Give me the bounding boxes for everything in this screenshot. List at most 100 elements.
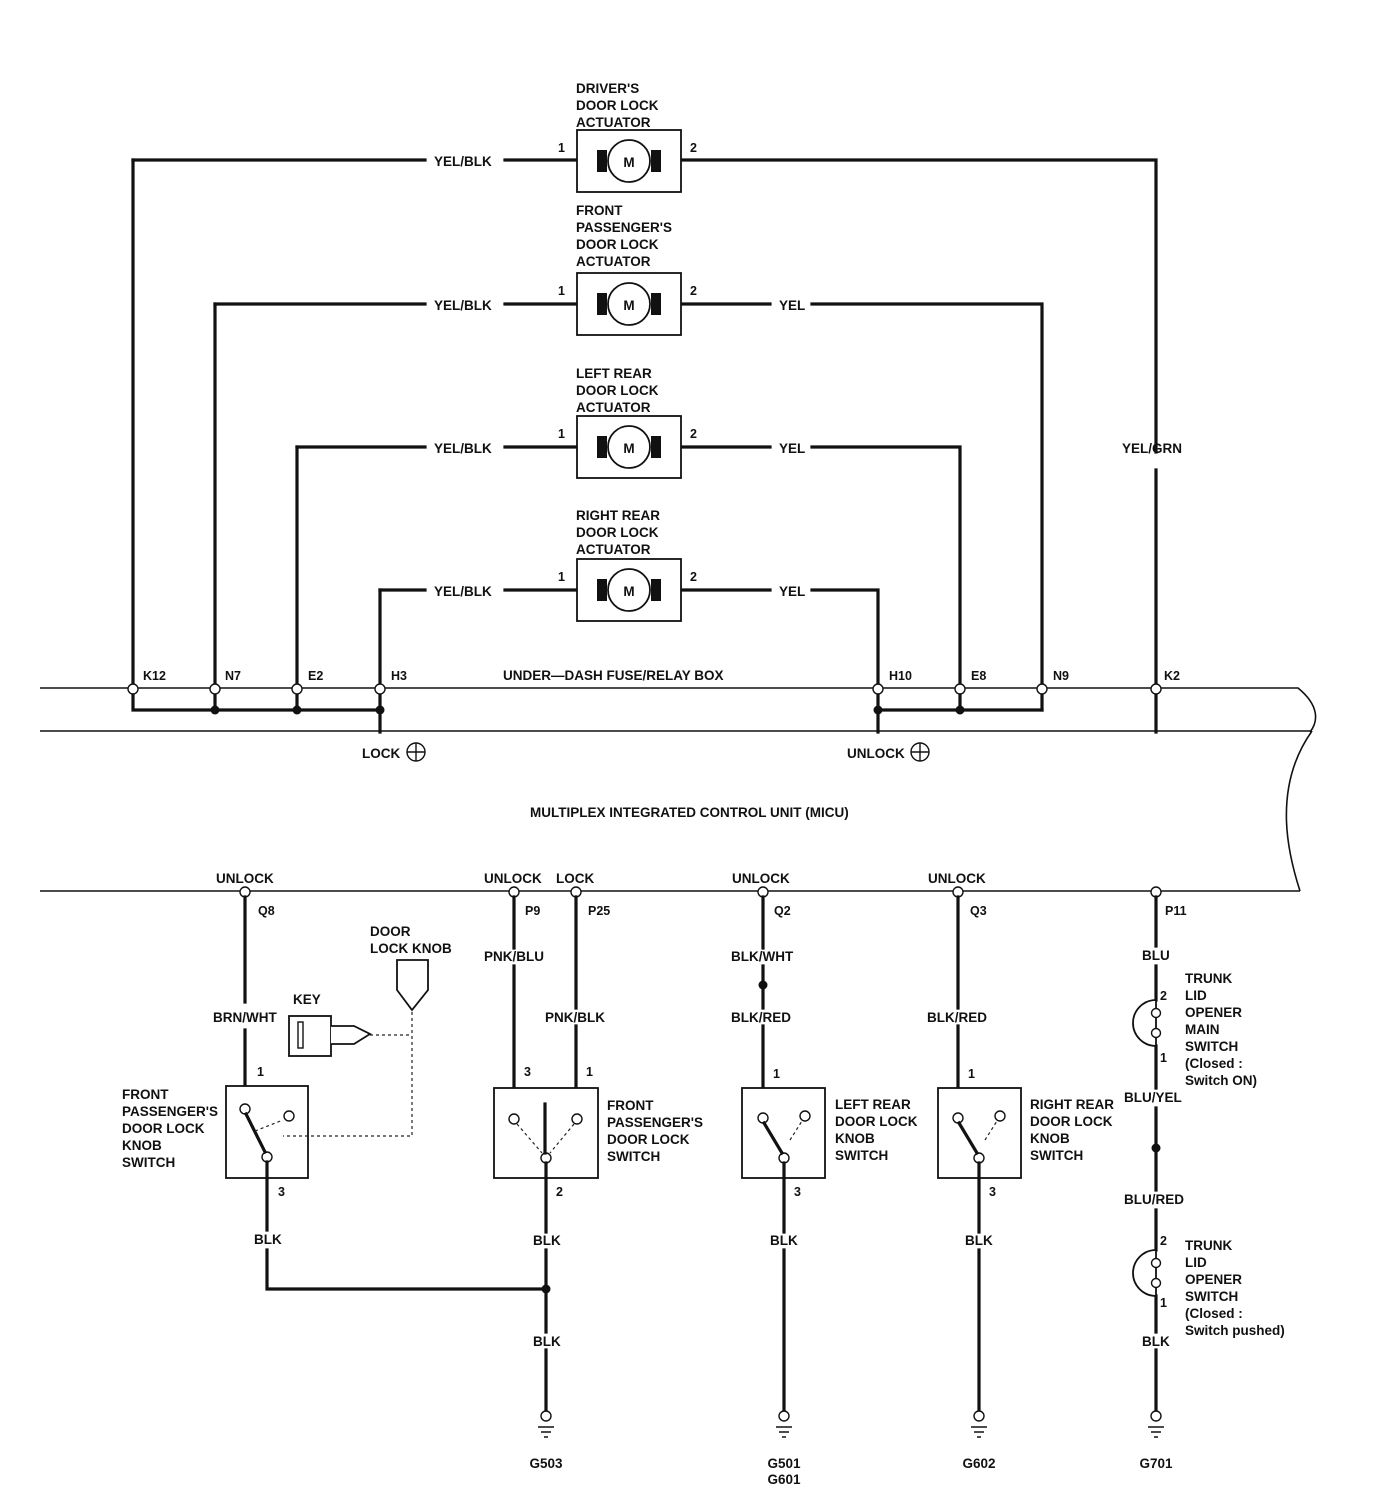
- motor-symbol: M: [623, 155, 634, 170]
- pin-label: 1: [1160, 1051, 1167, 1065]
- motor-brush: [597, 579, 607, 601]
- terminal: [872, 683, 884, 695]
- motor-brush: [651, 436, 661, 458]
- terminal-label: K2: [1164, 669, 1180, 683]
- wire-color-label: BLK: [770, 1233, 798, 1248]
- unlock-label: UNLOCK: [847, 746, 905, 761]
- ground-label: G501: [767, 1456, 801, 1471]
- wire-lr-right: [679, 445, 962, 712]
- terminal-label: E8: [971, 669, 986, 683]
- motor-brush: [651, 579, 661, 601]
- junction: [210, 705, 220, 715]
- ground-label: G701: [1139, 1456, 1173, 1471]
- key-icon: [288, 1015, 372, 1057]
- wire-color-label: YEL/BLK: [434, 441, 492, 456]
- pin-label: 1: [773, 1067, 780, 1081]
- terminal-label: P25: [588, 904, 610, 918]
- terminal-label: Q2: [774, 904, 791, 918]
- terminal: [374, 683, 386, 695]
- wire-color-label: BLK/WHT: [731, 949, 794, 964]
- junction: [873, 705, 883, 715]
- lock-label: LOCK: [362, 746, 400, 761]
- switch-box: [741, 1087, 826, 1179]
- pin-label: 1: [558, 141, 565, 155]
- wire-color-label: BLK: [533, 1233, 561, 1248]
- motor-brush: [651, 150, 661, 172]
- motor-icon: [607, 139, 651, 183]
- pin-label: 2: [556, 1185, 563, 1199]
- motor-icon: [607, 282, 651, 326]
- motor-brush: [597, 436, 607, 458]
- ground-label: G503: [529, 1456, 563, 1471]
- terminal-label: P9: [525, 904, 540, 918]
- pin-label: 1: [558, 284, 565, 298]
- junction: [1151, 1143, 1161, 1153]
- wire-color-label: YEL/BLK: [434, 154, 492, 169]
- pin-label: 1: [558, 427, 565, 441]
- pin-label: 2: [690, 427, 697, 441]
- switch-blade: [761, 1120, 785, 1156]
- motor-icon: [607, 425, 651, 469]
- wire-color-label: BLK/RED: [731, 1010, 791, 1025]
- ground-g701: G701: [1139, 1410, 1173, 1471]
- ground-label: G601: [767, 1472, 801, 1487]
- terminal-function: UNLOCK: [732, 871, 790, 886]
- wire-color-label: YEL/BLK: [434, 584, 492, 599]
- motor-icon: [607, 568, 651, 612]
- wire-knob-ground: [265, 1160, 548, 1291]
- ground-g503: G503: [529, 1410, 563, 1471]
- switch-blade: [956, 1120, 980, 1156]
- terminal: [1150, 683, 1162, 695]
- pin-label: 1: [1160, 1296, 1167, 1310]
- wire-color-label: YEL: [779, 584, 805, 599]
- wire-color-label: BLK: [533, 1334, 561, 1349]
- wire-color-label: YEL: [779, 298, 805, 313]
- terminal-label: Q8: [258, 904, 275, 918]
- wire-color-label: YEL/BLK: [434, 298, 492, 313]
- terminal-function: LOCK: [556, 871, 594, 886]
- pin-label: 3: [794, 1185, 801, 1199]
- terminal-label: H3: [391, 669, 407, 683]
- pin-label: 2: [690, 284, 697, 298]
- ground-label: G602: [962, 1456, 995, 1471]
- plus-circle-icon: [406, 742, 426, 762]
- wire-color-label: BLU/RED: [1124, 1192, 1184, 1207]
- motor-symbol: M: [623, 584, 634, 599]
- junction: [541, 1284, 551, 1294]
- pin-label: 2: [690, 141, 697, 155]
- terminal: [209, 683, 221, 695]
- junction: [292, 705, 302, 715]
- ground-icon: [538, 1410, 554, 1438]
- terminal-label: N7: [225, 669, 241, 683]
- micu-label: MULTIPLEX INTEGRATED CONTROL UNIT (MICU): [530, 805, 849, 820]
- terminal-function: UNLOCK: [928, 871, 986, 886]
- terminal-label: K12: [143, 669, 166, 683]
- terminal: [127, 683, 139, 695]
- pin-label: 2: [1160, 989, 1167, 1003]
- ground-icon: [776, 1410, 792, 1438]
- pin-label: 1: [586, 1065, 593, 1079]
- wire-color-label: YEL/GRN: [1122, 441, 1182, 456]
- switch-blade: [243, 1111, 268, 1155]
- ground-g501-g601: G501 G601: [767, 1410, 801, 1487]
- fuse-box-border: [40, 687, 1317, 733]
- wire-color-label: BLK/RED: [927, 1010, 987, 1025]
- pin-label: 3: [278, 1185, 285, 1199]
- ground-g602: G602: [962, 1410, 996, 1471]
- terminal: [291, 683, 303, 695]
- motor-symbol: M: [623, 298, 634, 313]
- junction: [758, 980, 768, 990]
- terminal-label: Q3: [970, 904, 987, 918]
